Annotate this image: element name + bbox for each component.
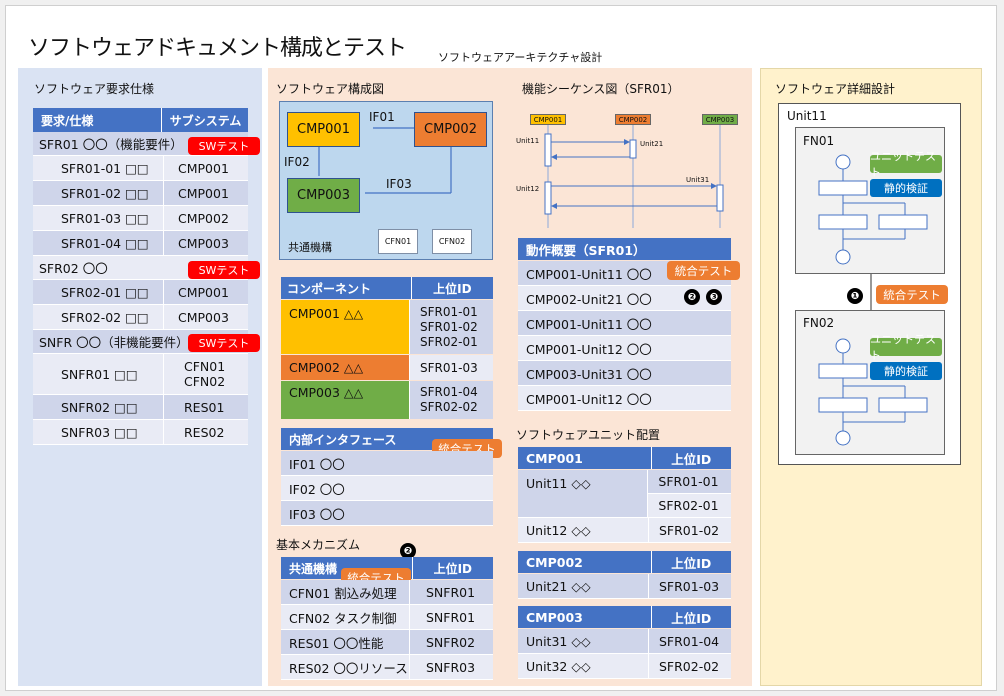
marker-2: ❷: [684, 289, 700, 305]
unit-cmp001-header: CMP001 上位ID: [518, 447, 731, 469]
cfn01-box: CFN01: [378, 229, 418, 254]
seq-cmp002: CMP002: [615, 114, 651, 125]
table-row: Unit12 ◇◇SFR01-02: [518, 518, 731, 543]
ops-table-rows: CMP001-Unit11 〇〇 CMP002-Unit21 〇〇 CMP001…: [518, 261, 731, 411]
requirements-title: ソフトウェア要求仕様: [34, 82, 155, 96]
seq-unit12: Unit12: [516, 185, 540, 193]
req-group-label: SFR01 〇〇（機能要件）: [39, 137, 183, 152]
comp-table-header: コンポーネント 上位ID: [281, 277, 493, 299]
common-mechanism-label: 共通機構: [288, 241, 332, 254]
sequence-lines: [544, 125, 724, 228]
unit-cmp003-header: CMP003 上位ID: [518, 606, 731, 628]
table-row: CMP003-Unit31 〇〇: [518, 361, 731, 386]
req-group-snfr-rows: SNFR01 □□CFN01 CFN02 SNFR02 □□RES01 SNFR…: [33, 354, 248, 445]
table-row: SNFR01 □□CFN01 CFN02: [33, 354, 248, 395]
fn01-box: [795, 127, 945, 274]
seq-unit11: Unit11: [516, 137, 540, 145]
table-row: SNFR02 □□RES01: [33, 395, 248, 420]
sw-test-badge: SWテスト: [188, 137, 260, 155]
if02-label: IF02: [284, 155, 310, 169]
unit-test-badge: ユニットテスト: [870, 150, 942, 179]
table-row: CMP001-Unit11 〇〇: [518, 311, 731, 336]
integration-test-badge: 統合テスト: [667, 261, 740, 280]
cmp003-box: CMP003: [287, 178, 360, 213]
cfn02-box: CFN02: [432, 229, 472, 254]
unit-cmp001-rows: Unit11 ◇◇ SFR01-01 SFR02-01 Unit12 ◇◇SFR…: [518, 470, 731, 543]
table-row: SFR02-01 □□CMP001: [33, 280, 248, 305]
seq-unit31: Unit31: [686, 176, 710, 184]
unit-cmp002-rows: Unit21 ◇◇SFR01-03: [518, 574, 731, 599]
sw-test-badge: SWテスト: [188, 261, 260, 279]
if-table-rows: IF01 〇〇 IF02 〇〇 IF03 〇〇: [281, 451, 493, 526]
table-row: Unit21 ◇◇SFR01-03: [518, 574, 731, 599]
table-row: IF01 〇〇: [281, 451, 493, 476]
structure-title: ソフトウェア構成図: [276, 82, 385, 96]
table-row: IF03 〇〇: [281, 501, 493, 526]
req-header-spec: 要求/仕様: [41, 113, 94, 128]
seq-unit21: Unit21: [640, 140, 664, 148]
integration-test-badge: 統合テスト: [876, 285, 948, 304]
req-group-sfr01-rows: SFR01-01 □□CMP001 SFR01-02 □□CMP001 SFR0…: [33, 156, 248, 256]
table-row: SFR01-04 □□CMP003: [33, 231, 248, 256]
table-row: SFR01-02 □□CMP001: [33, 181, 248, 206]
table-row: Unit32 ◇◇SFR02-02: [518, 654, 731, 679]
table-row: CMP001-Unit12 〇〇: [518, 336, 731, 361]
marker-2: ❷: [400, 543, 416, 559]
static-verification-badge: 静的検証: [870, 179, 942, 197]
req-group-label: SNFR 〇〇（非機能要件）: [39, 335, 189, 350]
marker-1: ❶: [847, 288, 863, 304]
table-row: Unit11 ◇◇ SFR01-01 SFR02-01: [518, 470, 731, 518]
seq-cmp003: CMP003: [702, 114, 738, 125]
if01-label: IF01: [369, 110, 395, 124]
marker-3: ❸: [706, 289, 722, 305]
table-row: CMP001-Unit12 〇〇: [518, 386, 731, 411]
table-row: Unit31 ◇◇SFR01-04: [518, 629, 731, 654]
table-row: SFR01-01 □□CMP001: [33, 156, 248, 181]
table-row: CMP002 △△ SFR01-03: [281, 355, 493, 380]
ops-table-header: 動作概要（SFR01）: [518, 238, 731, 260]
table-row: CMP001 △△ SFR01-01 SFR01-02 SFR02-01: [281, 300, 493, 354]
fn-connector: [870, 274, 872, 310]
cmp001-box: CMP001: [287, 112, 360, 147]
req-group-sfr02-rows: SFR02-01 □□CMP001 SFR02-02 □□CMP003: [33, 280, 248, 330]
sw-test-badge: SWテスト: [188, 334, 260, 352]
mechanism-title: 基本メカニズム: [276, 538, 361, 552]
unit11-label: Unit11: [787, 109, 827, 123]
fn02-box: [795, 310, 945, 455]
unit-test-badge: ユニットテスト: [870, 333, 942, 362]
table-row: SNFR03 □□RES02: [33, 420, 248, 445]
fn02-flowchart: [818, 338, 928, 446]
fn02-label: FN02: [803, 316, 835, 330]
seq-cmp001: CMP001: [530, 114, 566, 125]
table-row: IF02 〇〇: [281, 476, 493, 501]
if03-label: IF03: [386, 177, 412, 191]
sequence-title: 機能シーケンス図（SFR01）: [522, 82, 680, 96]
table-row: SFR02-02 □□CMP003: [33, 305, 248, 330]
table-row: CMP003 △△ SFR01-04 SFR02-02: [281, 381, 493, 419]
page-title: ソフトウェアドキュメント構成とテスト: [28, 36, 407, 61]
unit-placement-title: ソフトウェアユニット配置: [516, 428, 661, 442]
unit-cmp002-header: CMP002 上位ID: [518, 551, 731, 573]
architecture-title: ソフトウェアアーキテクチャ設計: [438, 51, 603, 64]
fn01-label: FN01: [803, 134, 835, 148]
static-verification-badge: 静的検証: [870, 362, 942, 380]
detail-title: ソフトウェア詳細設計: [775, 82, 896, 96]
fn01-flowchart: [818, 154, 928, 265]
req-header-subsystem: サブシステム: [160, 108, 248, 132]
unit-cmp003-rows: Unit31 ◇◇SFR01-04 Unit32 ◇◇SFR02-02: [518, 629, 731, 679]
req-group-label: SFR02 〇〇: [39, 261, 108, 276]
req-group-sfr02: SFR02 〇〇: [33, 256, 248, 280]
table-row: SFR01-03 □□CMP002: [33, 206, 248, 231]
cmp002-box: CMP002: [414, 112, 487, 147]
req-table-header: 要求/仕様 サブシステム: [33, 108, 248, 132]
structure-connectors: [318, 127, 452, 194]
